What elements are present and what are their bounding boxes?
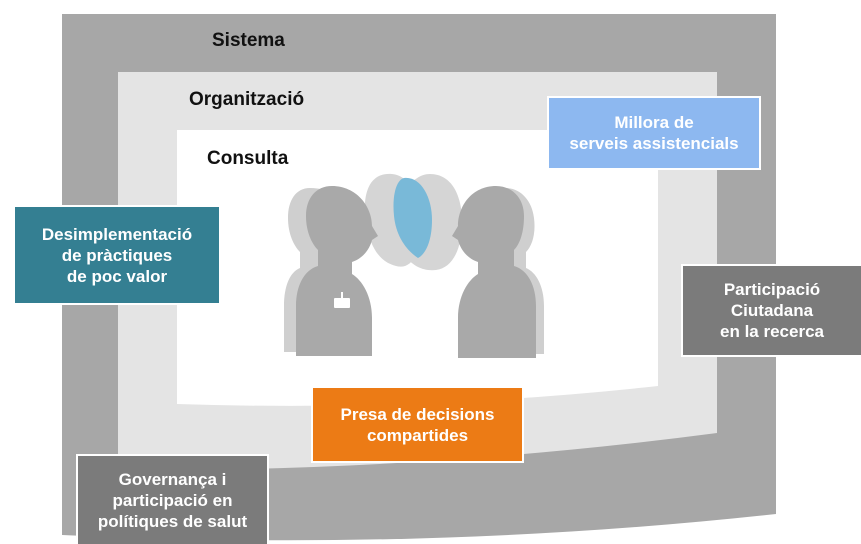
system-label: Sistema	[212, 30, 285, 51]
shared-decisions-box: Presa de decisions compartides	[311, 386, 524, 463]
organization-label: Organització	[189, 89, 305, 110]
consultation-label: Consulta	[207, 148, 289, 169]
right-person	[452, 186, 544, 358]
left-person-body	[296, 186, 378, 356]
improvement-box: Millora de serveis assistencials	[547, 96, 761, 170]
name-badge	[334, 298, 350, 308]
bubble-overlap	[393, 177, 432, 258]
consultation-area	[177, 130, 658, 406]
right-person-body	[452, 186, 536, 358]
citizen-participation-box: Participació Ciutadana en la recerca	[681, 264, 861, 357]
governance-box: Governança i participació en polítiques …	[76, 454, 269, 544]
deimplementation-box: Desimplementació de pràctiques de poc va…	[13, 205, 221, 305]
left-person	[284, 186, 378, 356]
thought-bubbles	[364, 173, 462, 271]
